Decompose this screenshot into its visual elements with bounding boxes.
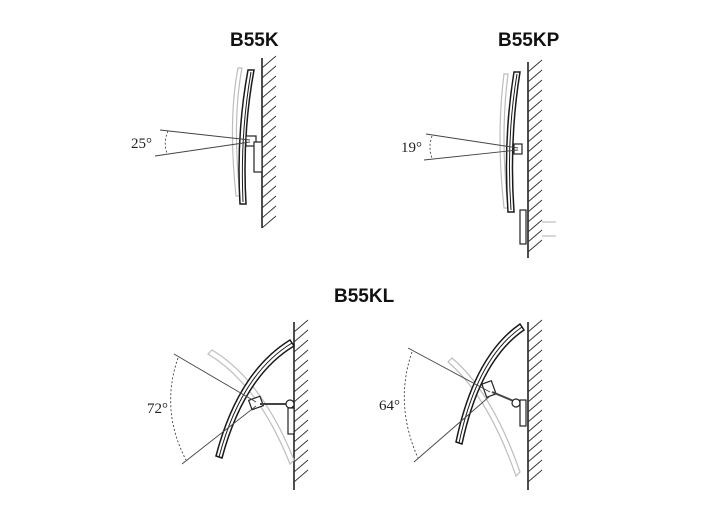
monitor-side-view — [505, 71, 521, 213]
mount-bracket — [513, 143, 523, 155]
angle-arc — [429, 135, 433, 159]
arm-pivot — [511, 398, 521, 408]
monitor-bezel — [458, 326, 523, 444]
diagram-b55kp: B55KP — [401, 30, 560, 258]
diagram-b55k: B55K — [131, 30, 279, 229]
wall-plate — [519, 399, 527, 427]
model-title-b55k: B55K — [230, 30, 279, 51]
wall-hatching — [261, 55, 277, 229]
wall-plate — [287, 407, 295, 435]
monitor-bezel — [218, 342, 293, 458]
angle-arc — [403, 351, 419, 459]
angle-guide-lower — [181, 405, 257, 465]
height-rail — [519, 209, 527, 245]
tilt-angle-label: 64° — [379, 398, 400, 414]
monitor-bezel — [508, 73, 518, 211]
model-title-b55kl: B55KL — [334, 286, 395, 307]
angle-guide-upper — [159, 129, 251, 141]
model-title-b55kp: B55KP — [498, 30, 560, 51]
monitor-side-view — [455, 322, 526, 445]
mount-arm — [491, 391, 517, 403]
angle-guide-upper — [173, 353, 257, 403]
monitor-bezel — [241, 71, 252, 203]
tilt-angle-label: 25° — [131, 136, 152, 152]
diagram-b55kl-left: 72° — [147, 319, 309, 490]
angle-arc — [164, 130, 169, 154]
wall-plate — [253, 141, 263, 173]
wall-hatching — [527, 59, 543, 253]
angle-guide-upper — [425, 133, 519, 149]
angle-arc — [170, 357, 187, 461]
angle-guide-lower — [413, 395, 491, 463]
diagram-b55kl-right: 64° — [379, 319, 543, 490]
ghost-monitor — [207, 349, 295, 466]
mount-bracket — [245, 135, 257, 147]
angle-guide-lower — [154, 141, 251, 157]
tilt-angle-label: 19° — [401, 140, 422, 156]
wall-hatching — [527, 319, 543, 483]
wall-hatching — [293, 319, 309, 483]
angle-guide-lower — [423, 149, 519, 161]
angle-guide-upper — [407, 347, 491, 393]
tilt-angle-label: 72° — [147, 401, 168, 417]
arm-pivot — [285, 399, 295, 409]
